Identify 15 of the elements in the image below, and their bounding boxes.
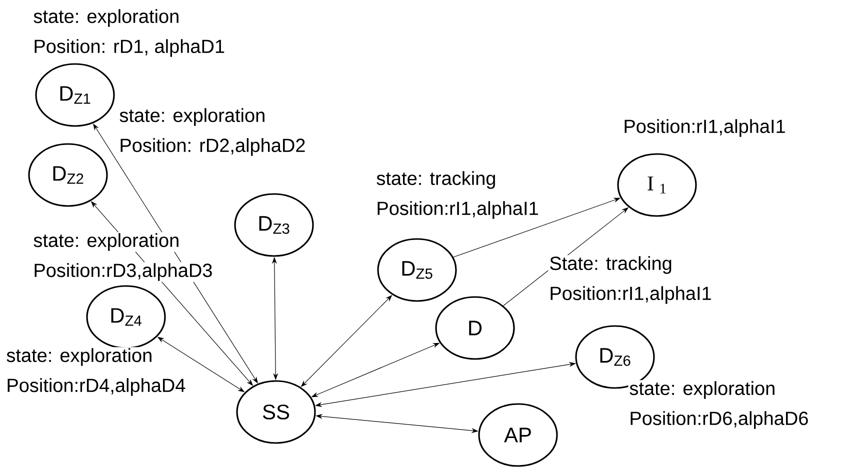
node-caption: Position:rD4,alphaD4 [5,377,187,397]
node-caption: state: exploration [628,380,777,400]
node-caption: state: exploration [118,107,267,127]
node-caption: Position: rD2,alphaD2 [118,137,307,157]
node-caption: Position:rI1,alphaI1 [548,285,713,305]
node-caption: state: exploration [32,232,181,252]
node-caption: state: exploration [32,8,181,28]
node-caption: Position:rD3,alphaD3 [32,262,214,282]
node-caption: state: exploration [5,347,154,367]
node-caption: Position:rI1,alphaI1 [375,200,540,220]
node-caption: State: tracking [548,255,674,275]
node-caption: state: tracking [375,170,498,190]
node-caption: Position:rI1,alphaI1 [622,118,787,138]
node-caption: Position:rD6,alphaD6 [628,410,810,430]
node-caption: Position: rD1, alphaD1 [32,38,226,58]
